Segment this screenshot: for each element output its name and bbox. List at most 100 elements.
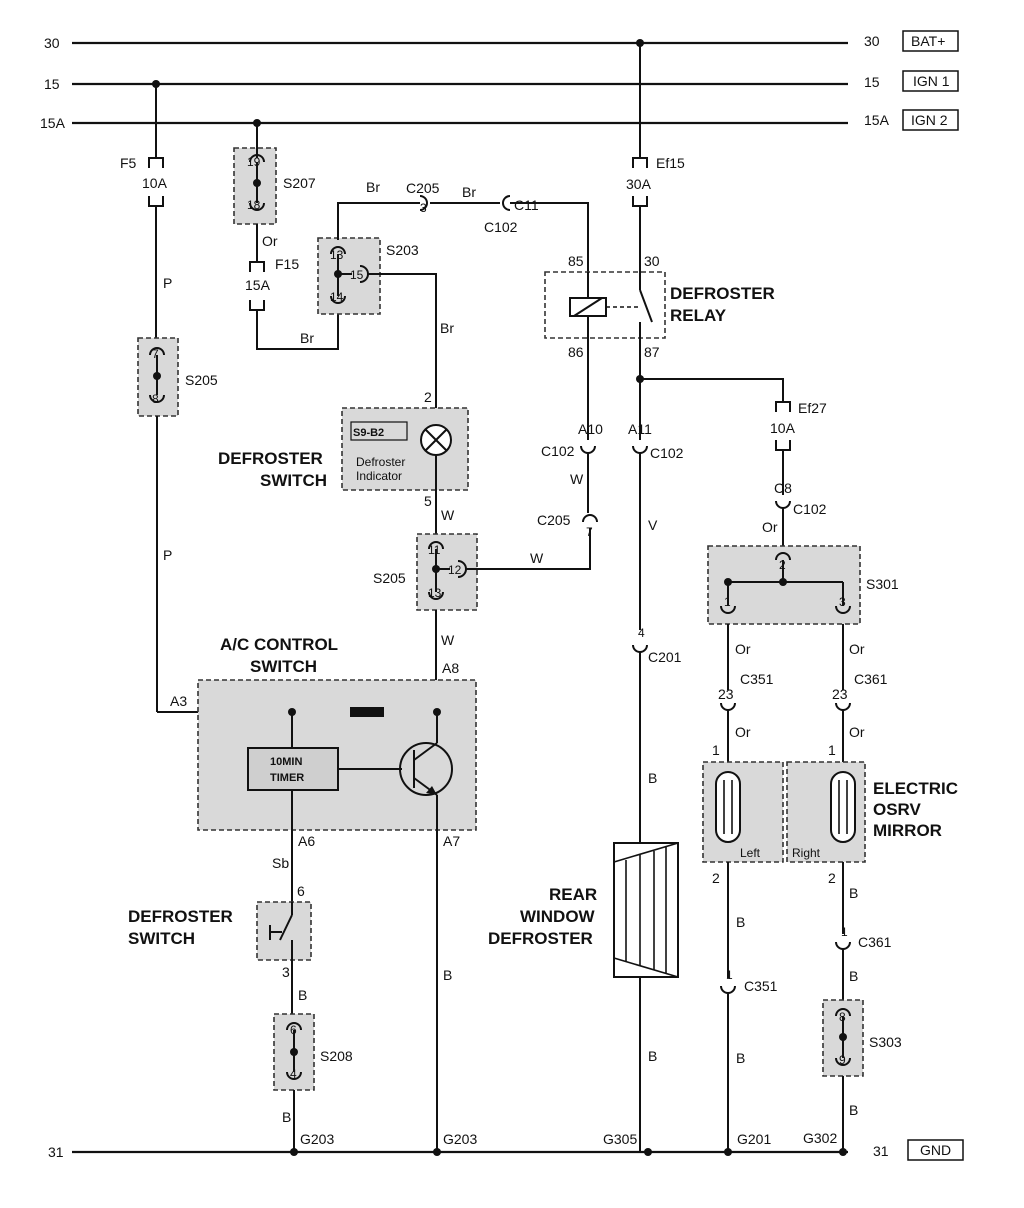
rail-31: 31 31 GND bbox=[48, 1139, 964, 1161]
ground-g305: G305 bbox=[603, 1131, 637, 1147]
ground-g203-left: G203 bbox=[300, 1131, 334, 1147]
wire-color-label: B bbox=[298, 987, 307, 1003]
pin-a7: A7 bbox=[443, 833, 460, 849]
connector-c205-top: C205 bbox=[406, 180, 440, 196]
splice-pin: 14 bbox=[330, 290, 344, 304]
indicator-label: S9-B2 bbox=[353, 427, 384, 439]
heater-element-right bbox=[830, 771, 856, 843]
wire-color-label: B bbox=[849, 885, 858, 901]
pin-label: 2 bbox=[828, 870, 836, 886]
connector-c11: C11 bbox=[514, 197, 539, 213]
rail-15-right-label: 15 bbox=[864, 74, 880, 90]
connector-c102: C102 bbox=[541, 443, 575, 459]
splice-pin: 2 bbox=[779, 558, 786, 572]
wire-color-label: W bbox=[530, 550, 544, 566]
rail-31-left-label: 31 bbox=[48, 1144, 64, 1160]
splice-pin: 18 bbox=[247, 198, 261, 212]
wire-color-label: B bbox=[849, 1102, 858, 1118]
relay-pin: 30 bbox=[644, 253, 660, 269]
ground-dot bbox=[433, 1148, 441, 1156]
wire-color-label: Or bbox=[762, 519, 778, 535]
indicator-label: Defroster bbox=[356, 455, 405, 469]
timer-label: 10MIN bbox=[270, 756, 302, 768]
wire-color-label: B bbox=[282, 1109, 291, 1125]
wire-color-label: Or bbox=[849, 724, 865, 740]
ground-g201: G201 bbox=[737, 1131, 771, 1147]
splice-pin: 9 bbox=[839, 1053, 846, 1067]
wire-color-label: B bbox=[736, 914, 745, 930]
connector-c205-pin: 3 bbox=[420, 201, 427, 215]
mirror-title: ELECTRIC bbox=[873, 779, 958, 798]
rear-window-defroster: REAR WINDOW DEFROSTER bbox=[488, 842, 679, 978]
rear-defroster-title2: WINDOW bbox=[520, 907, 596, 926]
splice-s205-lower: 11 12 13 S205 bbox=[373, 533, 478, 611]
electric-osrv-mirror: 1 2 1 2 Left Right ELECTRIC OSRV MIRROR bbox=[702, 742, 958, 886]
connector-c351: C351 bbox=[740, 671, 774, 687]
fuse-ef15: Ef15 30A bbox=[626, 155, 685, 207]
rail-15a-right-label: 15A bbox=[864, 112, 890, 128]
relay-title: DEFROSTER bbox=[670, 284, 775, 303]
connector-pin: 4 bbox=[638, 626, 645, 640]
pin-label: 2 bbox=[424, 389, 432, 405]
wire-color-label: W bbox=[570, 471, 584, 487]
wire-color-label: Or bbox=[849, 641, 865, 657]
timer-label2: TIMER bbox=[270, 772, 304, 784]
timer-box bbox=[247, 747, 339, 791]
connector-a10: A10 bbox=[578, 421, 603, 437]
wire-color-label: W bbox=[441, 632, 455, 648]
pin-label: 6 bbox=[297, 883, 305, 899]
splice-s301: 2 1 3 S301 bbox=[707, 545, 899, 625]
ac-control-switch: A/C CONTROL SWITCH 10MIN TIMER bbox=[197, 635, 477, 831]
ground-g203-right: G203 bbox=[443, 1131, 477, 1147]
connector-pin: 23 bbox=[832, 686, 848, 702]
bat-tag: BAT+ bbox=[911, 33, 945, 49]
rail-15a-left-label: 15A bbox=[40, 115, 66, 131]
connector-pin: 7 bbox=[586, 525, 593, 539]
relay-pin: 85 bbox=[568, 253, 584, 269]
pin-label: 1 bbox=[712, 742, 720, 758]
fuse-ef15-rating: 30A bbox=[626, 176, 652, 192]
wire-color-label: B bbox=[648, 770, 657, 786]
wire-color-label: P bbox=[163, 547, 172, 563]
splice-pin: 8 bbox=[152, 392, 159, 406]
connector-c351-low: C351 bbox=[744, 978, 778, 994]
wire-color-label: B bbox=[648, 1048, 657, 1064]
splice-pin: 6 bbox=[290, 1023, 297, 1037]
fuse-f15: F15 15A bbox=[245, 256, 299, 311]
ac-switch-title: A/C CONTROL bbox=[220, 635, 338, 654]
ac-switch-title2: SWITCH bbox=[250, 657, 317, 676]
splice-pin: 15 bbox=[350, 268, 364, 282]
connector-c361: C361 bbox=[854, 671, 888, 687]
splice-pin: 13 bbox=[330, 248, 344, 262]
connector-c205-w: C205 bbox=[537, 512, 571, 528]
rail-15a: 15A 15A IGN 2 bbox=[40, 109, 959, 131]
wire-color-label: B bbox=[849, 968, 858, 984]
rail-30-left-label: 30 bbox=[44, 35, 60, 51]
connector-c102-top: C102 bbox=[484, 219, 518, 235]
ign1-tag-box bbox=[902, 70, 959, 92]
ground-dot bbox=[644, 1148, 652, 1156]
rail-30-right-label: 30 bbox=[864, 33, 880, 49]
transistor-symbol bbox=[399, 742, 453, 796]
wire-color-label: W bbox=[441, 507, 455, 523]
ground-dot bbox=[290, 1148, 298, 1156]
splice-pin: 4 bbox=[290, 1067, 297, 1081]
rail-30: 30 30 BAT+ bbox=[44, 30, 959, 52]
wire-color-label: Br bbox=[366, 179, 380, 195]
defroster-switch-top: S9-B2 Defroster Indicator 2 5 DEFROSTER … bbox=[218, 389, 469, 509]
defroster-relay: 85 30 86 87 DEFROSTER RELAY bbox=[544, 253, 775, 360]
gnd-tag-box bbox=[907, 1139, 964, 1161]
heater-element-left bbox=[715, 771, 741, 843]
splice-pin: 12 bbox=[448, 563, 462, 577]
splice-pin: 1 bbox=[724, 595, 731, 609]
fuse-f5: F5 10A bbox=[120, 84, 168, 340]
ign1-tag: IGN 1 bbox=[913, 73, 950, 89]
ground-g302: G302 bbox=[803, 1130, 837, 1146]
splice-pin: 13 bbox=[428, 586, 442, 600]
splice-s207: 19 18 S207 bbox=[233, 123, 316, 225]
wire-color-label: B bbox=[736, 1050, 745, 1066]
splice-s207-name: S207 bbox=[283, 175, 316, 191]
wire-color-label: Or bbox=[735, 724, 751, 740]
pin-label: 3 bbox=[282, 964, 290, 980]
